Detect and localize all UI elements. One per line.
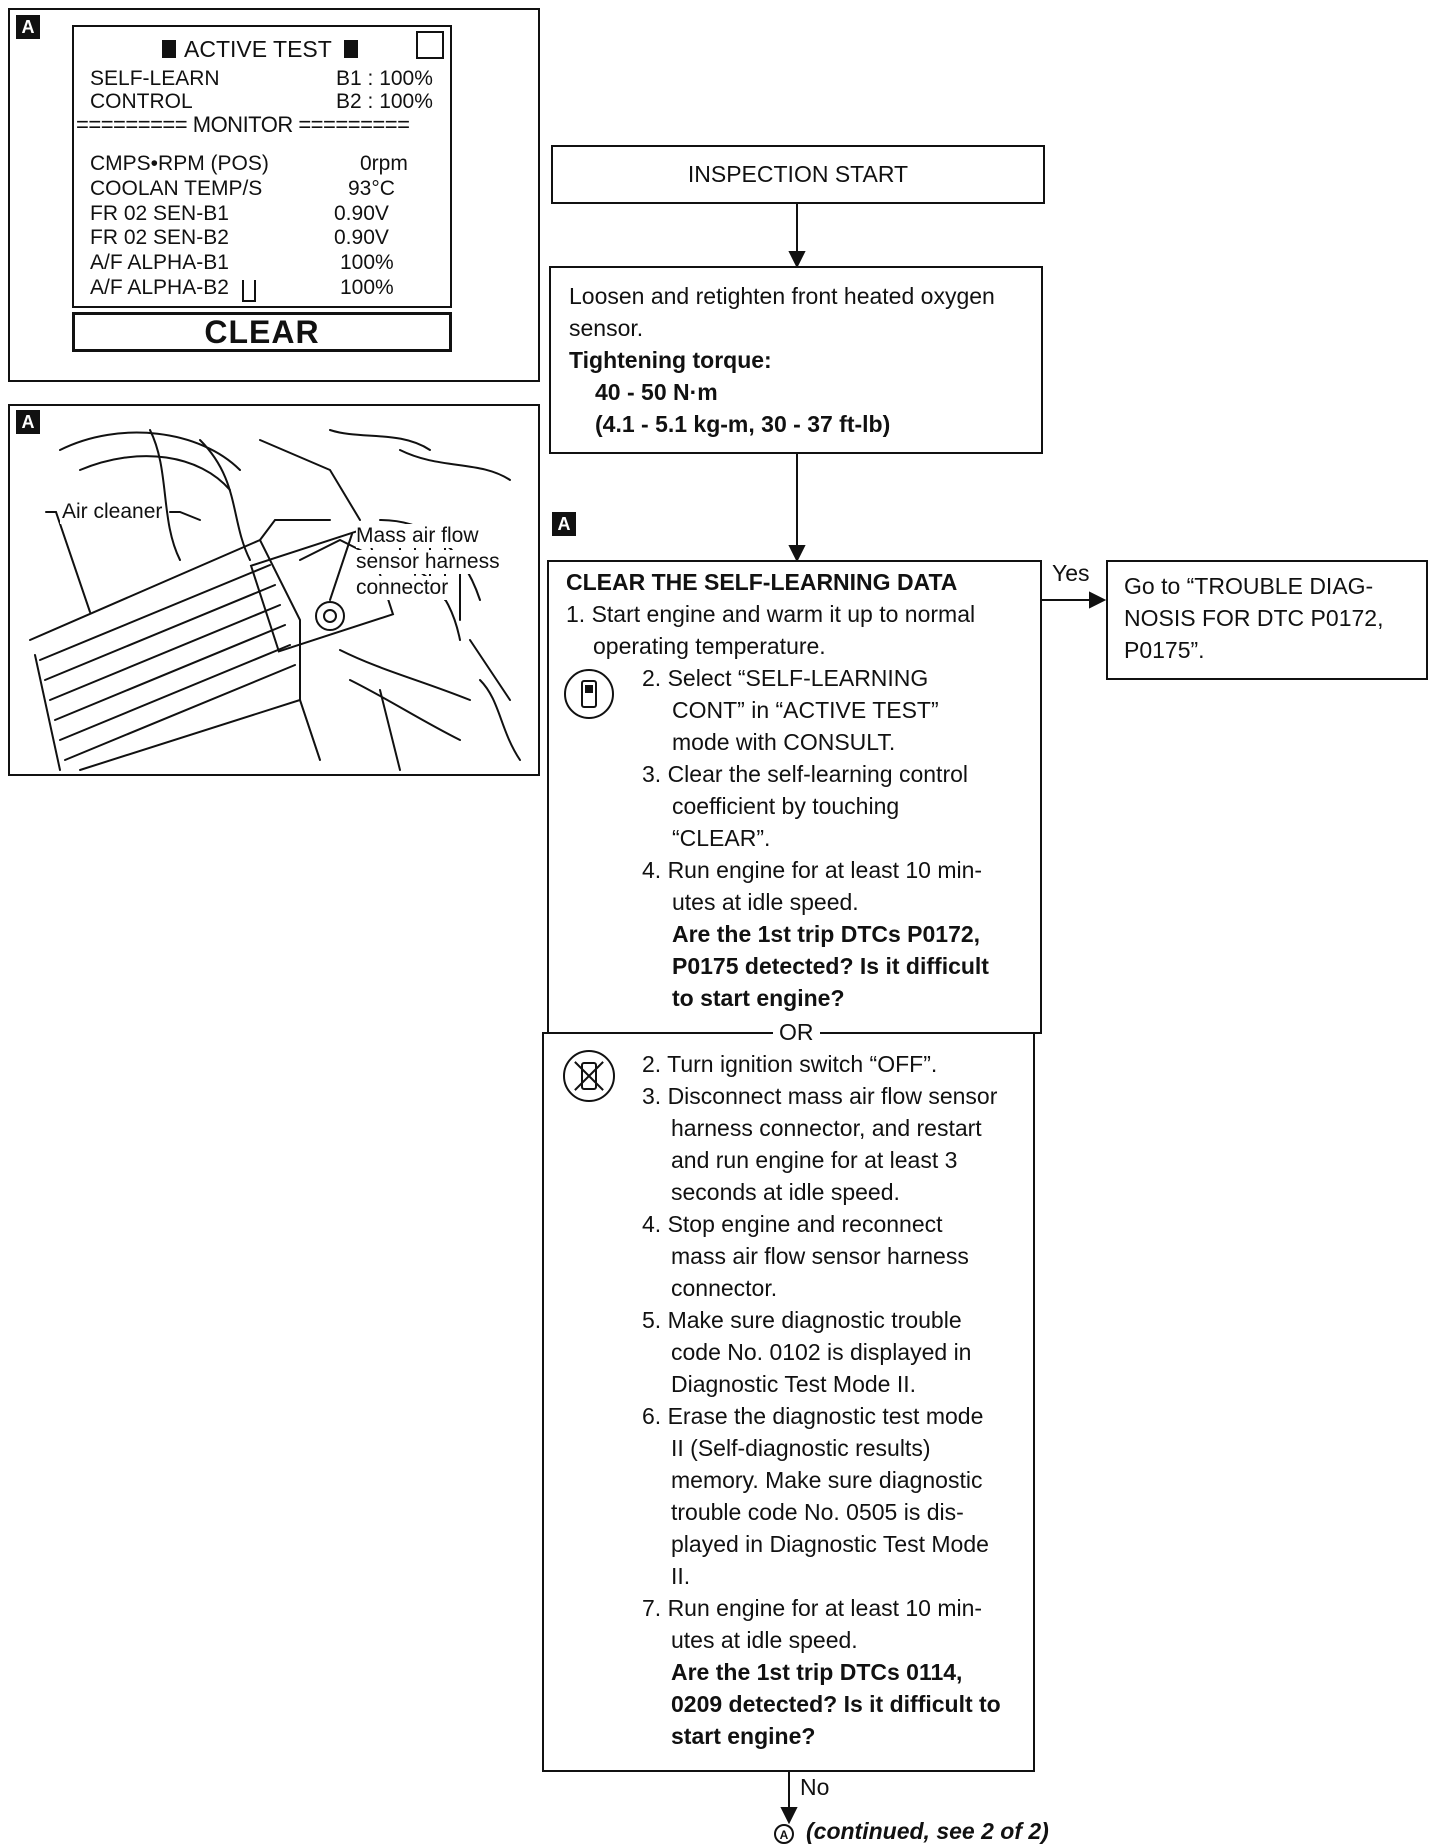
alternate-procedure-box bbox=[542, 1032, 1035, 1772]
torque-value-alt: (4.1 - 5.1 kg-m, 30 - 37 ft-lb) bbox=[595, 411, 891, 437]
consult-tool-icon bbox=[564, 669, 614, 719]
retighten-sensor-box: Loosen and retighten front heated oxygen… bbox=[549, 266, 1043, 454]
control-label: CONTROL bbox=[90, 90, 193, 113]
no-consult-icon bbox=[563, 1050, 615, 1102]
target-line: P0175”. bbox=[1124, 637, 1205, 663]
trouble-diagnosis-box[interactable]: Go to “TROUBLE DIAG- NOSIS FOR DTC P0172… bbox=[1106, 560, 1428, 680]
control-value: B2 : 100% bbox=[336, 90, 433, 113]
or-separator: OR bbox=[773, 1016, 820, 1048]
step-line: 7. Run engine for at least 10 min- bbox=[642, 1595, 983, 1621]
monitor-item-value: 0.90V bbox=[334, 226, 389, 249]
monitor-item-value: 0.90V bbox=[334, 202, 389, 225]
panel-tag-consult: A bbox=[16, 15, 40, 39]
consult-title-bar: ACTIVE TEST bbox=[162, 34, 362, 64]
no-label: No bbox=[800, 1774, 830, 1800]
scroll-hand-icon[interactable] bbox=[242, 280, 256, 302]
air-cleaner-label: Air cleaner bbox=[60, 500, 165, 524]
question-line: P0175 detected? Is it difficult bbox=[672, 953, 989, 979]
yes-label: Yes bbox=[1052, 560, 1090, 586]
step-line: connector. bbox=[671, 1275, 778, 1301]
step-line: CONT” in “ACTIVE TEST” bbox=[672, 697, 939, 723]
consult-screen bbox=[72, 25, 452, 308]
step-line: 5. Make sure diagnostic trouble bbox=[642, 1307, 962, 1333]
step-line: Diagnostic Test Mode II. bbox=[671, 1371, 917, 1397]
monitor-item-label: CMPS•RPM (POS) bbox=[90, 152, 269, 175]
torque-heading: Tightening torque: bbox=[569, 347, 772, 373]
step-line: mode with CONSULT. bbox=[672, 729, 896, 755]
clear-button-label: CLEAR bbox=[204, 314, 320, 350]
monitor-item-label: FR 02 SEN-B1 bbox=[90, 202, 229, 225]
maf-label-line-2: sensor harness bbox=[356, 550, 500, 574]
step-line: utes at idle speed. bbox=[672, 889, 859, 915]
monitor-item-label: A/F ALPHA-B1 bbox=[90, 251, 229, 274]
step-line: 1. Start engine and warm it up to normal bbox=[566, 601, 976, 627]
target-line: Go to “TROUBLE DIAG- bbox=[1124, 573, 1374, 599]
continued-note[interactable]: (continued, see 2 of 2) bbox=[806, 1818, 1049, 1844]
torque-value: 40 - 50 N·m bbox=[595, 379, 718, 405]
retighten-line: Loosen and retighten front heated oxygen bbox=[569, 283, 995, 309]
flow-tag-a: A bbox=[552, 512, 576, 536]
monitor-item-value: 100% bbox=[340, 276, 394, 299]
step-line: memory. Make sure diagnostic bbox=[671, 1467, 983, 1493]
continued-marker-letter: A bbox=[779, 1828, 789, 1842]
monitor-item-label: COOLAN TEMP/S bbox=[90, 177, 263, 200]
monitor-item-value: 100% bbox=[340, 251, 394, 274]
clear-button[interactable]: CLEAR bbox=[72, 312, 452, 352]
monitor-label: ========= MONITOR ========= bbox=[76, 112, 410, 137]
continued-circle-icon: A bbox=[774, 1824, 794, 1844]
retighten-line: sensor. bbox=[569, 315, 644, 341]
step-line: coefficient by touching bbox=[672, 793, 900, 819]
step-line: 3. Disconnect mass air flow sensor bbox=[642, 1083, 998, 1109]
inspection-start-box: INSPECTION START bbox=[551, 145, 1045, 204]
monitor-item-label: A/F ALPHA-B2 bbox=[90, 276, 229, 299]
engine-figure-panel bbox=[8, 404, 540, 776]
inspection-start-label: INSPECTION START bbox=[687, 161, 909, 187]
maf-label-line-1: Mass air flow bbox=[356, 524, 479, 548]
step-line: 2. Select “SELF-LEARNING bbox=[642, 665, 929, 691]
monitor-item-value: 93°C bbox=[348, 177, 395, 200]
step-line: seconds at idle speed. bbox=[671, 1179, 900, 1205]
step-line: played in Diagnostic Test Mode bbox=[671, 1531, 989, 1557]
question-line: start engine? bbox=[671, 1723, 816, 1749]
step-line: trouble code No. 0505 is dis- bbox=[671, 1499, 964, 1525]
clear-title: CLEAR THE SELF-LEARNING DATA bbox=[566, 569, 958, 595]
target-line: NOSIS FOR DTC P0172, bbox=[1124, 605, 1384, 631]
step-line: II (Self-diagnostic results) bbox=[671, 1435, 931, 1461]
step-line: 2. Turn ignition switch “OFF”. bbox=[642, 1051, 938, 1077]
step-line: mass air flow sensor harness bbox=[671, 1243, 969, 1269]
maf-label-line-3: connector bbox=[356, 576, 449, 600]
step-line: 4. Run engine for at least 10 min- bbox=[642, 857, 983, 883]
self-learn-label: SELF-LEARN bbox=[90, 67, 220, 90]
step-line: “CLEAR”. bbox=[672, 825, 771, 851]
step-line: harness connector, and restart bbox=[671, 1115, 982, 1141]
step-line: utes at idle speed. bbox=[671, 1627, 858, 1653]
step-line: 4. Stop engine and reconnect bbox=[642, 1211, 943, 1237]
step-line: and run engine for at least 3 bbox=[671, 1147, 958, 1173]
question-line: to start engine? bbox=[672, 985, 845, 1011]
monitor-item-label: FR 02 SEN-B2 bbox=[90, 226, 229, 249]
clear-self-learning-box bbox=[547, 560, 1042, 1034]
step-line: operating temperature. bbox=[593, 633, 826, 659]
self-learn-value: B1 : 100% bbox=[336, 67, 433, 90]
title-square-right-icon bbox=[344, 40, 358, 58]
step-line: 6. Erase the diagnostic test mode bbox=[642, 1403, 984, 1429]
record-checkbox[interactable] bbox=[416, 31, 444, 59]
monitor-item-value: 0rpm bbox=[360, 152, 408, 175]
panel-tag-engine: A bbox=[16, 410, 40, 434]
step-line: II. bbox=[671, 1563, 691, 1589]
step-line: 3. Clear the self-learning control bbox=[642, 761, 968, 787]
question-line: 0209 detected? Is it difficult to bbox=[671, 1691, 1001, 1717]
consult-title: ACTIVE TEST bbox=[184, 36, 332, 62]
question-line: Are the 1st trip DTCs P0172, bbox=[672, 921, 981, 947]
title-square-left-icon bbox=[162, 40, 176, 58]
question-line: Are the 1st trip DTCs 0114, bbox=[671, 1659, 963, 1685]
step-line: code No. 0102 is displayed in bbox=[671, 1339, 972, 1365]
